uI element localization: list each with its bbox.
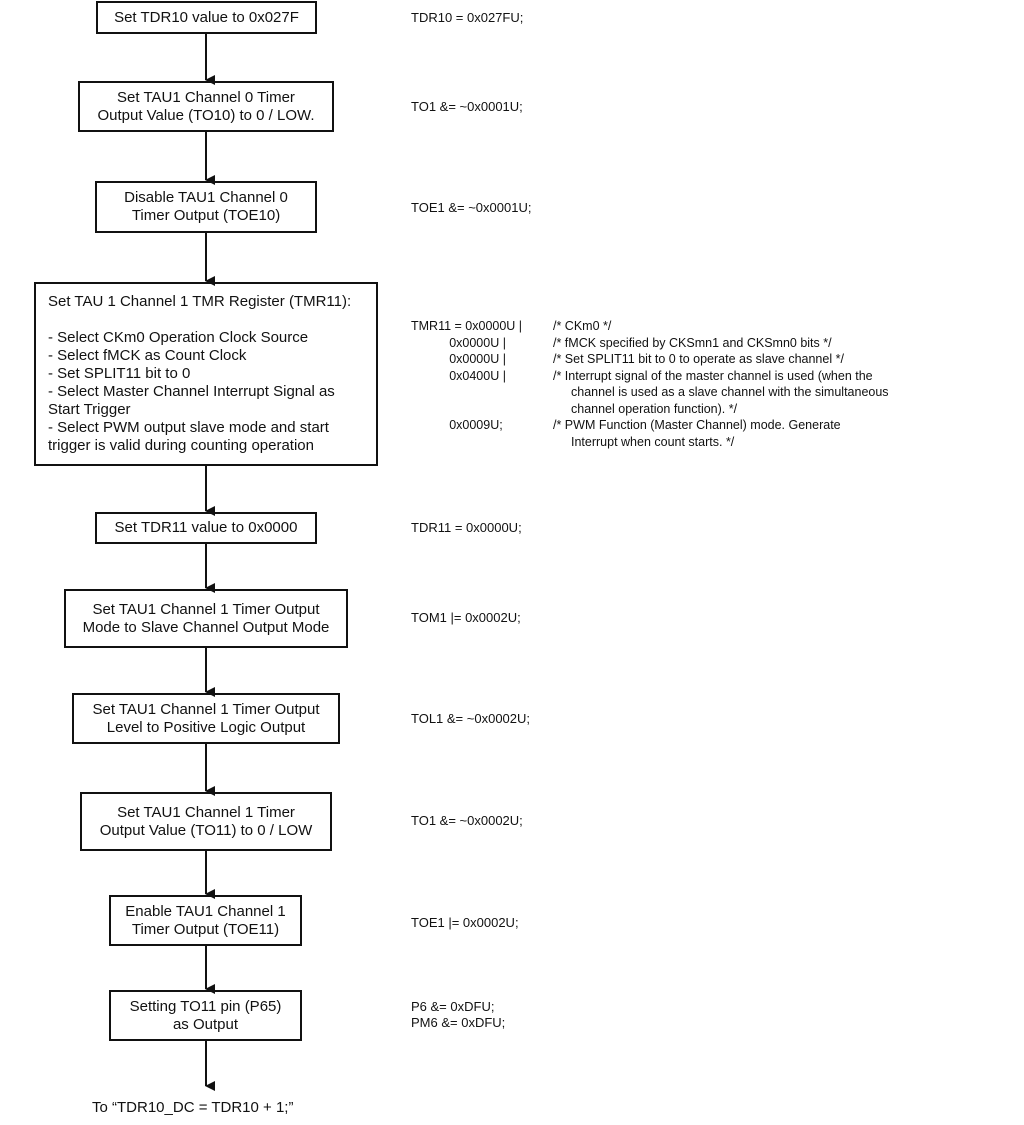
step-box-line: Set TAU1 Channel 1 Timer (117, 803, 295, 821)
code-line: TDR11 = 0x0000U; (411, 520, 522, 535)
tmr-code-value: TMR11 = 0x0000U | (411, 319, 523, 333)
step-box-1: Set TDR10 value to 0x027F (96, 1, 317, 34)
tmr-code-value: 0x0400U | (411, 368, 506, 383)
code-line: TOL1 &= ~0x0002U; (411, 711, 531, 726)
step-box-line: Set TAU1 Channel 1 Timer Output (92, 600, 320, 618)
tmr-code-value: 0x0000U | (411, 352, 506, 366)
tmr-code-value: 0x0009U; (411, 418, 503, 432)
step-code-7: TOL1 &= ~0x0002U; (411, 711, 530, 727)
step-box-line: Timer Output (TOE11) (131, 920, 280, 938)
step-box-line: Set TDR10 value to 0x027F (114, 8, 299, 26)
code-line: PM6 &= 0xDFU; (411, 1015, 506, 1030)
step-box-line: Start Trigger (48, 401, 131, 418)
step-box-line: Setting TO11 pin (P65) (129, 997, 282, 1015)
step-box-line: - Select PWM output slave mode and start (48, 419, 329, 436)
tmr-code-comment: /* fMCK specified by CKSmn1 and CKSmn0 b… (553, 335, 832, 350)
step-code-1: TDR10 = 0x027FU; (411, 10, 523, 26)
code-line: P6 &= 0xDFU; (411, 999, 495, 1014)
step-box-line: - Select fMCK as Count Clock (48, 347, 247, 364)
step-box-line: Output Value (TO10) to 0 / LOW. (97, 106, 315, 124)
tmr-code-comment: /* CKm0 */ (553, 319, 612, 333)
step-box-10: Setting TO11 pin (P65)as Output (109, 990, 302, 1041)
step-box-line: Output Value (TO11) to 0 / LOW (99, 821, 313, 839)
step-box-line: Set TAU1 Channel 0 Timer (117, 88, 295, 106)
step-code-10: P6 &= 0xDFU;PM6 &= 0xDFU; (411, 999, 505, 1031)
step-code-8: TO1 &= ~0x0002U; (411, 813, 523, 829)
step-code-5: TDR11 = 0x0000U; (411, 520, 522, 536)
step-box-line: Set TDR11 value to 0x0000 (114, 519, 298, 536)
tmr-code-comment: /* PWM Function (Master Channel) mode. G… (553, 418, 841, 432)
step-box-line: trigger is valid during counting operati… (48, 437, 314, 454)
tmr-code-comment: /* Interrupt signal of the master channe… (553, 368, 873, 383)
step-box-line: Enable TAU1 Channel 1 (125, 902, 286, 920)
step-box-line: - Select Master Channel Interrupt Signal… (48, 383, 335, 400)
tmr-code-comment: channel is used as a slave channel with … (571, 385, 889, 399)
step-code-2: TO1 &= ~0x0001U; (411, 99, 523, 115)
step-code-3: TOE1 &= ~0x0001U; (411, 200, 531, 216)
step-box-5: Set TDR11 value to 0x0000 (95, 512, 317, 544)
step-box-line: - Set SPLIT11 bit to 0 (48, 365, 191, 382)
step-box-line: Level to Positive Logic Output (106, 718, 306, 736)
step-box-line: Set TAU 1 Channel 1 TMR Register (TMR11)… (48, 293, 352, 310)
code-line: TOM1 |= 0x0002U; (411, 610, 521, 625)
step-box-line: - Select CKm0 Operation Clock Source (48, 329, 309, 346)
code-line: TO1 &= ~0x0002U; (411, 813, 523, 828)
step-box-line: Set TAU1 Channel 1 Timer Output (92, 700, 320, 718)
step-box-line: Mode to Slave Channel Output Mode (82, 618, 330, 636)
tmr-code-comment: /* Set SPLIT11 bit to 0 to operate as sl… (553, 352, 844, 366)
tmr-code-comment: channel operation function). */ (571, 401, 738, 416)
code-line: TO1 &= ~0x0001U; (411, 99, 523, 114)
step-box-line: as Output (172, 1015, 239, 1033)
step-box-line: Timer Output (TOE10) (131, 207, 281, 224)
code-line: TDR10 = 0x027FU; (411, 10, 524, 25)
tmr-code-comment: Interrupt when count starts. */ (571, 434, 735, 449)
code-line: TOE1 |= 0x0002U; (411, 915, 519, 930)
step-box-line: Disable TAU1 Channel 0 (124, 189, 288, 206)
tmr-code-value: 0x0000U | (411, 335, 506, 350)
step-code-9: TOE1 |= 0x0002U; (411, 915, 519, 931)
code-line: TOE1 &= ~0x0001U; (411, 200, 532, 215)
footer-continue-label: To “TDR10_DC = TDR10 + 1;” (92, 1099, 294, 1116)
step-code-6: TOM1 |= 0x0002U; (411, 610, 521, 626)
